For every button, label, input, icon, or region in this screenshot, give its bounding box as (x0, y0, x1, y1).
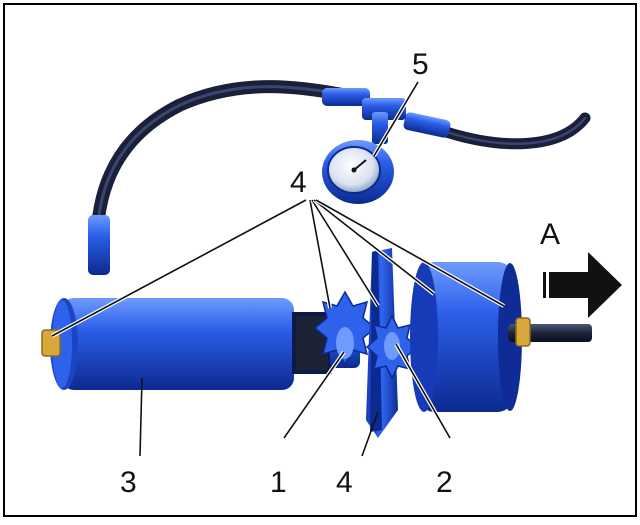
leader-lines (51, 80, 505, 457)
threaded-spindle (508, 317, 592, 347)
callout-part-5: 5 (412, 48, 429, 81)
brass-fitting-left (41, 329, 61, 357)
callout-part-4-bottom: 4 (336, 466, 353, 499)
frame-border (3, 3, 637, 517)
callout-part-3: 3 (120, 466, 137, 499)
hose-fitting-right (403, 112, 451, 138)
direction-arrow (543, 252, 622, 318)
pressure-gauge (322, 140, 394, 204)
hose-fitting-left (322, 88, 370, 106)
callout-part-1: 1 (270, 466, 287, 499)
callout-part-4-top: 4 (290, 166, 307, 199)
hose-fitting-bottom (88, 215, 110, 275)
pressure-pad (365, 314, 419, 380)
brass-nut-right (515, 317, 531, 347)
callout-part-2: 2 (436, 466, 453, 499)
hydraulic-cylinder (41, 298, 332, 390)
callout-direction-a: A (540, 218, 560, 251)
adapter-ring (313, 290, 377, 368)
